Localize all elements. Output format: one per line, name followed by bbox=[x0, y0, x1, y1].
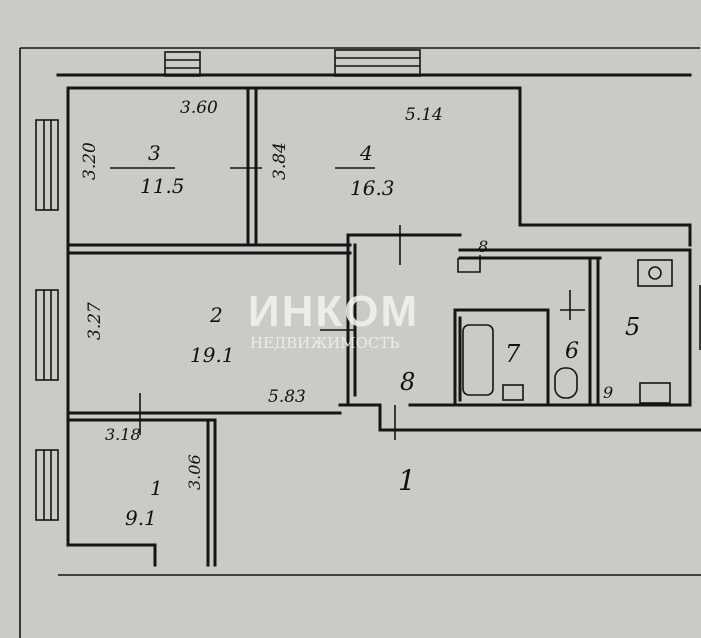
room-4-number: 4 bbox=[359, 141, 373, 165]
room-7-number: 7 bbox=[505, 340, 521, 368]
room-labels: 3 11.5 4 16.3 2 19.1 1 9.1 5 6 7 8 bbox=[125, 141, 640, 530]
room-4-area: 16.3 bbox=[350, 176, 395, 200]
dim-room1-depth: 3.06 bbox=[185, 454, 204, 490]
dim-room2-width: 5.83 bbox=[268, 387, 306, 407]
windows bbox=[35, 49, 421, 521]
dim-room3-width: 3.60 bbox=[180, 98, 218, 118]
entrance-label: 1 bbox=[398, 464, 416, 497]
room-8-number: 8 bbox=[400, 368, 415, 396]
dimension-labels: 3.60 5.14 3.20 3.84 3.27 5.83 3.18 3.06 … bbox=[80, 98, 613, 497]
dim-room1-width: 3.18 bbox=[105, 425, 141, 444]
watermark-sub: НЕДВИЖИМОСТЬ bbox=[250, 334, 400, 352]
room-3-area: 11.5 bbox=[140, 174, 185, 198]
room-1-number: 1 bbox=[150, 476, 163, 500]
dim-room4-depth: 3.84 bbox=[270, 142, 290, 180]
kitchen-sink bbox=[639, 382, 671, 404]
closet-label: 9 bbox=[603, 383, 613, 402]
room-2-number: 2 bbox=[209, 303, 223, 327]
outer-walls bbox=[19, 47, 701, 638]
fixtures bbox=[457, 255, 673, 404]
bathtub bbox=[462, 324, 494, 396]
sink bbox=[502, 384, 524, 401]
dim-room2-depth: 3.27 bbox=[85, 302, 105, 340]
dim-room3-depth: 3.20 bbox=[80, 142, 100, 180]
toilet bbox=[554, 367, 578, 399]
room-5-number: 5 bbox=[625, 313, 640, 341]
dim-room4-width: 5.14 bbox=[405, 105, 443, 125]
room-3-number: 3 bbox=[148, 141, 161, 165]
stove bbox=[637, 259, 673, 287]
interior-walls bbox=[66, 86, 701, 567]
watermark-brand: ИНКОМ bbox=[248, 287, 419, 336]
room-6-number: 6 bbox=[565, 339, 579, 364]
room-2-area: 19.1 bbox=[190, 343, 235, 367]
dim-corridor: 8 bbox=[478, 237, 488, 256]
watermark: ИНКОМ НЕДВИЖИМОСТЬ bbox=[248, 287, 419, 352]
room-1-area: 9.1 bbox=[125, 506, 157, 530]
